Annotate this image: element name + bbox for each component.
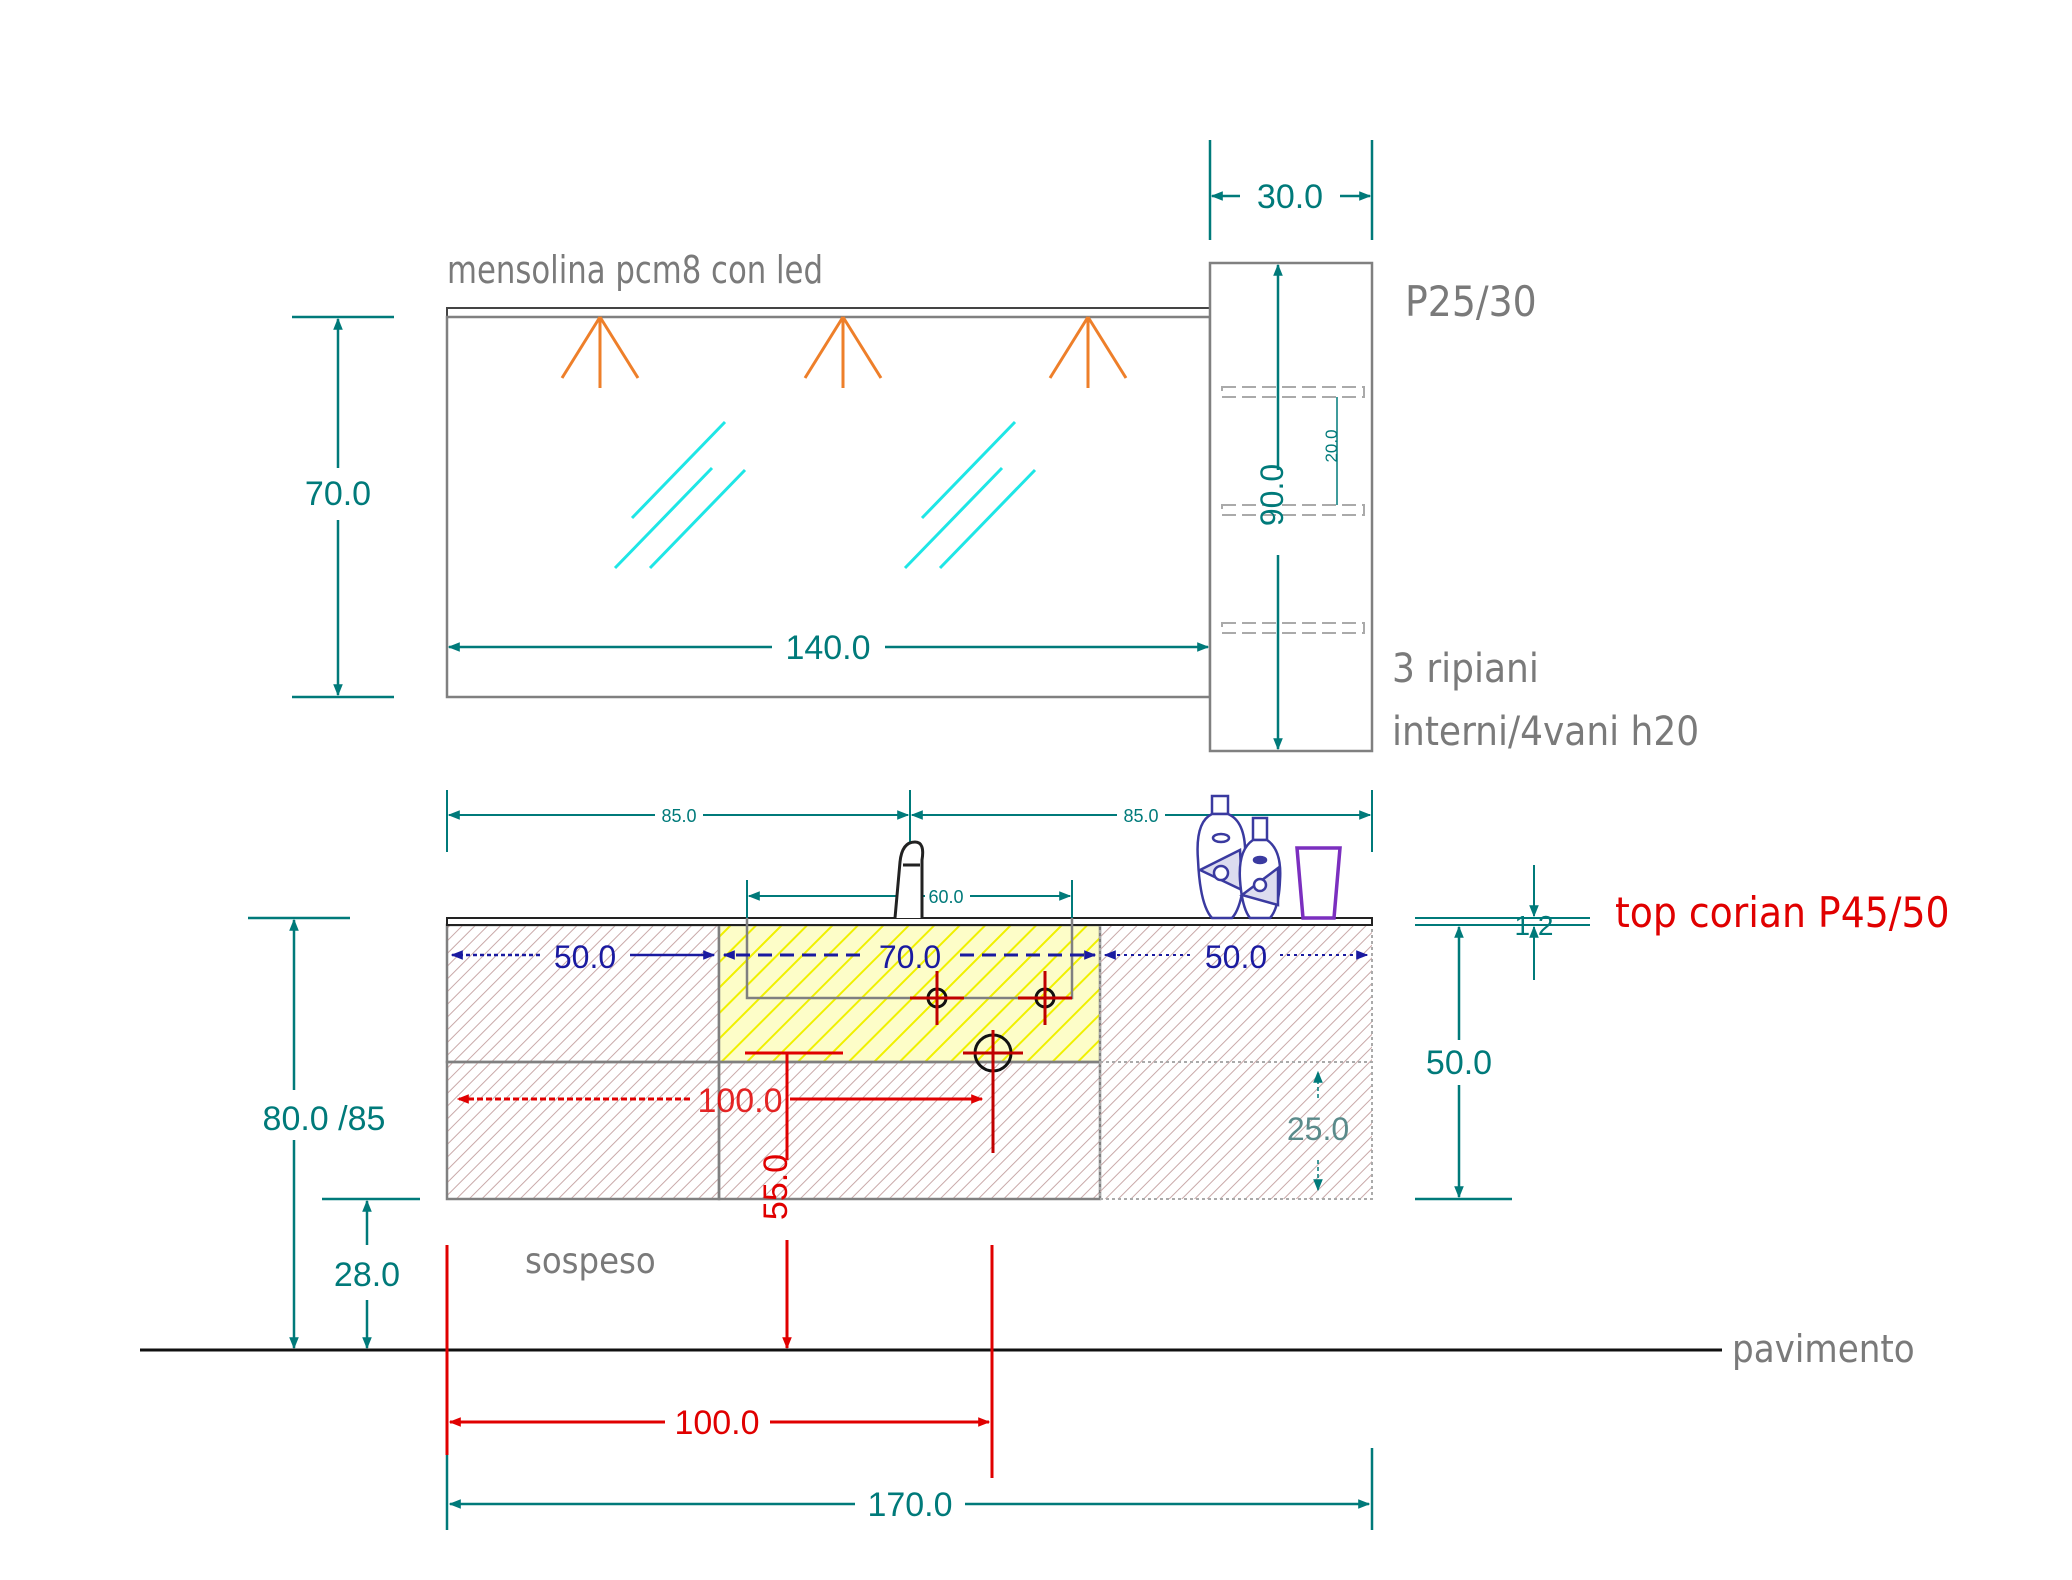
dim-column-width: 30.0 — [1208, 140, 1374, 240]
drawer-right-width-label: 50.0 — [1205, 939, 1267, 975]
tall-column: 90.0 20.0 P25/30 3 ripiani interni/4vani… — [1208, 261, 1699, 755]
total-height-label: 80.0 /85 — [263, 1100, 386, 1138]
dim-total-height: 80.0 /85 — [248, 916, 386, 1350]
countertop — [446, 917, 1373, 926]
drawer — [445, 1060, 721, 1201]
suspended-label: sospeso — [525, 1241, 656, 1282]
drawer — [1099, 924, 1373, 1063]
glass-cup-icon — [1295, 846, 1342, 920]
dim-total-width: 170.0 — [445, 1448, 1374, 1530]
dim-drain-floor: 100.0 — [445, 1245, 994, 1478]
column-model-label: P25/30 — [1405, 277, 1537, 326]
drain-icon — [963, 1030, 1023, 1153]
top-label: top corian P45/50 — [1615, 888, 1950, 937]
drawer-left-width-label: 50.0 — [554, 939, 616, 975]
dim-top-thickness: 1.2 top corian P45/50 — [1415, 865, 1950, 980]
drain-offset-label: 100.0 — [697, 1082, 782, 1120]
dim-basin-width: 60.0 — [746, 880, 1073, 918]
column-shelves — [1221, 386, 1365, 634]
plumbing: 100.0 55.0 — [456, 971, 1072, 1350]
basin-outline — [745, 918, 1074, 1000]
dim-mirror-width: 140.0 — [447, 629, 1210, 667]
led-shelf — [446, 307, 1211, 318]
shelf — [1221, 504, 1365, 516]
accessories — [1196, 794, 1342, 920]
column-body — [1208, 261, 1374, 753]
shelves-note-line1: 3 ripiani — [1392, 646, 1539, 692]
top-thickness-label: 1.2 — [1515, 910, 1554, 941]
drawer — [1099, 1061, 1373, 1200]
half-left-label: 85.0 — [661, 806, 696, 826]
led-light-icon — [560, 316, 640, 388]
bottle-icon — [1196, 794, 1247, 920]
basin-width-label: 60.0 — [928, 887, 963, 907]
shelves-note-line2: interni/4vani h20 — [1392, 709, 1699, 755]
mirror-width-label: 140.0 — [785, 629, 870, 667]
floor-label: pavimento — [1732, 1327, 1915, 1371]
drain-floor-label: 100.0 — [674, 1404, 759, 1442]
water-inlet-icon — [1018, 971, 1072, 1025]
shelf — [1221, 386, 1365, 398]
total-width-label: 170.0 — [867, 1486, 952, 1524]
drain-height-label: 55.0 — [757, 1154, 795, 1220]
dim-cabinet-height: 50.0 — [1415, 925, 1512, 1201]
mirror-height-label: 70.0 — [305, 475, 371, 513]
led-light-icon — [1048, 316, 1128, 388]
bottle-icon — [1238, 816, 1282, 920]
drawer — [717, 1060, 1102, 1201]
faucet-icon — [893, 840, 925, 919]
half-right-label: 85.0 — [1123, 806, 1158, 826]
drawer-center-width-label: 70.0 — [879, 939, 941, 975]
column-height-label: 90.0 — [1254, 464, 1290, 526]
mirror-reflection-icon — [613, 420, 1037, 570]
dim-mirror-height: 70.0 — [292, 315, 394, 699]
led-light-icon — [803, 316, 883, 388]
shelf-spacing-label: 20.0 — [1322, 429, 1341, 462]
floor-clearance-label: 28.0 — [334, 1256, 400, 1294]
led-lights — [560, 316, 1128, 388]
dim-floor-clearance: 28.0 — [322, 1197, 420, 1350]
led-shelf-label: mensolina pcm8 con led — [447, 248, 823, 292]
dim-drawers: 50.0 70.0 50.0 25.0 — [450, 939, 1369, 1192]
drawer-half-label: 25.0 — [1287, 1111, 1349, 1147]
drawer — [445, 923, 721, 1064]
shelf — [1221, 622, 1365, 634]
water-inlet-icon — [910, 971, 964, 1025]
column-width-label: 30.0 — [1257, 178, 1323, 216]
cabinet-height-label: 50.0 — [1426, 1044, 1492, 1082]
